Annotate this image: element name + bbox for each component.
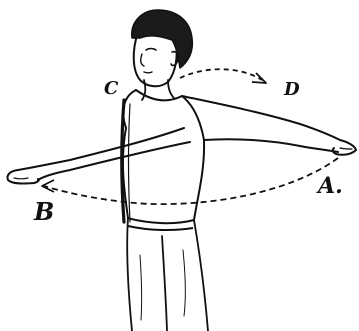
- motion-arrow-c-to-d: [180, 69, 266, 83]
- arrowhead-b-icon: [42, 180, 54, 192]
- label-a: A.: [316, 173, 343, 199]
- label-c: C: [104, 78, 119, 99]
- arm-right: [182, 96, 356, 155]
- trousers: [127, 218, 208, 331]
- label-d: D: [283, 79, 300, 100]
- label-b: B: [33, 197, 54, 226]
- arm-left: [7, 128, 190, 184]
- head: [132, 10, 193, 86]
- belt: [127, 218, 194, 230]
